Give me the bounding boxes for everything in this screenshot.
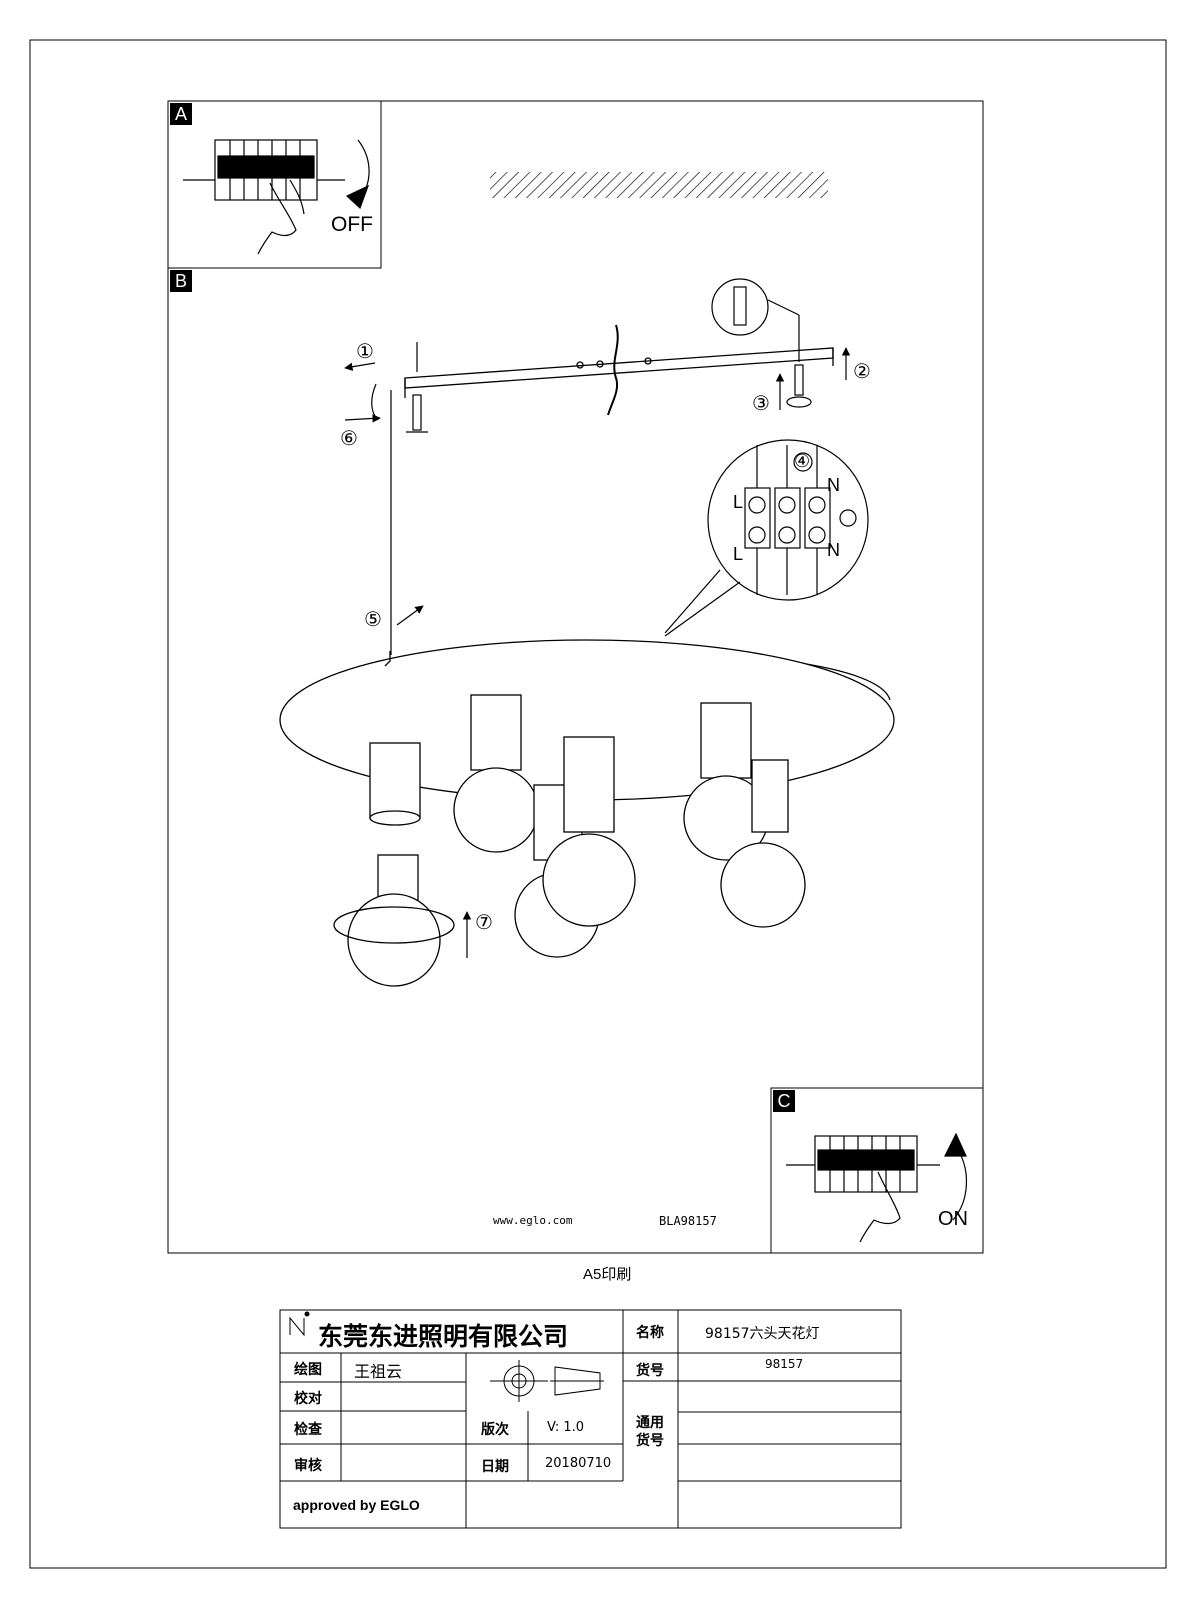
step-7-marker: ⑦ [475, 910, 493, 934]
version-value: V: 1.0 [547, 1420, 585, 1435]
screw-left [406, 342, 428, 433]
terminal-block-magnifier [664, 439, 869, 637]
projection-symbol-icon [490, 1360, 604, 1402]
website-label: www.eglo.com [493, 1214, 573, 1227]
terminal-l-bottom-label: L [733, 544, 744, 564]
item-no-label: 货号 [636, 1363, 664, 1379]
terminal-l-top-label: L [733, 492, 744, 512]
name-value: 98157六头天花灯 [705, 1326, 820, 1342]
wall-plug-magnifier [711, 278, 800, 336]
step-1-marker: ① [356, 339, 374, 363]
review-label: 审核 [294, 1458, 322, 1474]
bulb-5 [720, 759, 806, 928]
section-c-tag: C [773, 1090, 795, 1112]
switch-off-label: OFF [331, 213, 373, 236]
section-c-panel [770, 1087, 984, 1254]
approved-label: approved by EGLO [293, 1497, 420, 1513]
general-item-label: 通用货号 [636, 1415, 664, 1449]
step-3-marker: ③ [752, 391, 770, 415]
title-block-grid [279, 1309, 902, 1529]
step-6-marker: ⑥ [340, 426, 358, 450]
instruction-frame [167, 100, 984, 1254]
screw-right [786, 315, 812, 408]
lamp-holders [333, 694, 806, 987]
breaker-on-icon [786, 1132, 968, 1243]
step-2-marker: ② [853, 359, 871, 383]
version-label: 版次 [481, 1422, 509, 1438]
step-4-marker: ④ [794, 451, 811, 472]
terminal-n-top-label: N [827, 475, 840, 495]
item-no-value: 98157 [765, 1357, 804, 1371]
drawn-label: 绘图 [294, 1362, 322, 1378]
switch-on-label: ON [938, 1208, 968, 1230]
name-label: 名称 [636, 1325, 664, 1341]
date-label: 日期 [481, 1459, 509, 1475]
check-label: 校对 [294, 1391, 322, 1407]
bulb-3 [542, 736, 636, 927]
ceiling-hatch [490, 172, 828, 198]
step-5-marker: ⑤ [364, 607, 382, 631]
loose-bulb [333, 854, 455, 987]
company-name: 东莞东进照明有限公司 [318, 1322, 569, 1351]
drawn-value: 王祖云 [354, 1362, 403, 1381]
date-value: 20180710 [545, 1456, 612, 1471]
bulb-holder-empty [369, 742, 421, 826]
terminal-n-bottom-label: N [827, 540, 840, 560]
company-logo [289, 1311, 310, 1337]
bulb-1 [453, 694, 539, 853]
section-a-panel [167, 100, 382, 269]
print-size-note: A5印刷 [583, 1266, 632, 1283]
section-a-tag: A [170, 103, 192, 125]
drawing-code-label: BLA98157 [659, 1214, 717, 1228]
mains-cable [607, 324, 619, 416]
inspect-label: 检查 [294, 1422, 322, 1438]
step-arrows [344, 347, 851, 958]
page-frame [29, 39, 1167, 1569]
section-b-tag: B [170, 270, 192, 292]
mounting-bar [404, 347, 834, 398]
breaker-off-icon [183, 139, 370, 255]
